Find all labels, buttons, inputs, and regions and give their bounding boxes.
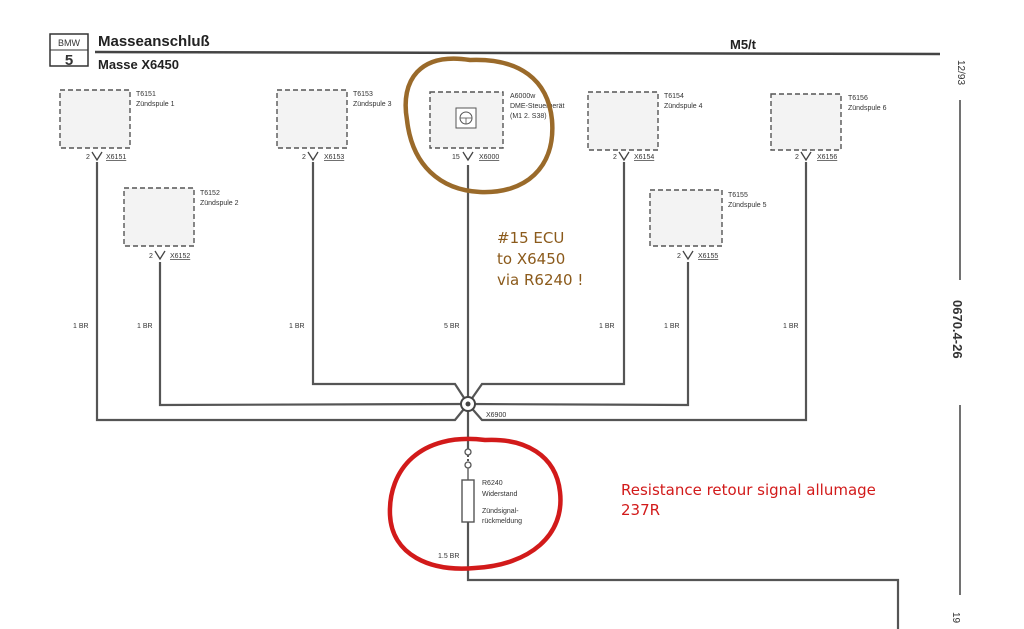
wire-t6151 (95, 162, 469, 422)
wire-to-ground (466, 522, 900, 629)
resistor-annotation: Resistance retour signal allumage 237R (387, 436, 876, 571)
component-id: T6154 (664, 93, 684, 100)
connector-label: X6153 (324, 154, 344, 161)
component-t6153: T6153 Zündspule 3 2 X6153 1 BR (276, 89, 392, 330)
resistor-symbol (461, 479, 475, 523)
connector-label: X6151 (106, 154, 126, 161)
component-id: T6156 (848, 95, 868, 102)
resistor-note-line2: 237R (621, 501, 660, 519)
ecu-note-line2: to X6450 (497, 250, 565, 268)
component-id: T6152 (200, 190, 220, 197)
resistor-line3: rückmeldung (482, 518, 522, 525)
resistor-highlight-circle (387, 436, 563, 571)
resistor-wire-label: 1.5 BR (438, 553, 459, 560)
pin-number: 2 (149, 253, 153, 260)
resistor-id: R6240 (482, 480, 503, 487)
wire-label: 1 BR (289, 323, 305, 330)
resistor-line2: Zündsignal- (482, 508, 519, 515)
ecu-highlight-circle (403, 56, 555, 195)
connector-label: X6156 (817, 154, 837, 161)
resistor-line1: Widerstand (482, 491, 518, 498)
component-name: Zündspule 3 (353, 101, 392, 108)
pin-number: 2 (302, 154, 306, 161)
pin-number: 2 (677, 253, 681, 260)
wire-label: 1 BR (137, 323, 153, 330)
wire-t6153 (311, 162, 469, 405)
page-code-clip: 19 (950, 612, 961, 624)
bmw-logo: BMW 5 (49, 33, 89, 69)
wire-label: 1 BR (783, 323, 799, 330)
pin-number: 2 (613, 154, 617, 161)
date-label: 12/93 (955, 60, 966, 85)
page-code: 0670.4-26 (950, 300, 965, 359)
component-t6156: T6156 Zündspule 6 2 X6156 1 BR (770, 93, 887, 330)
resistor-r6240: R6240 Widerstand Zündsignal- rückmeldung… (438, 448, 522, 560)
connector-label: X6154 (634, 154, 654, 161)
wire-harness (95, 162, 900, 629)
wire-label: 1 BR (599, 323, 615, 330)
page-subtitle: Masse X6450 (98, 57, 179, 72)
component-id: T6155 (728, 192, 748, 199)
wire-t6156 (467, 162, 808, 422)
junction-x6900: X6900 (460, 396, 506, 419)
junction-label: X6900 (486, 412, 506, 419)
connector-label: X6000 (479, 154, 499, 161)
component-id: A6000w (510, 93, 536, 100)
wire-label: 1 BR (73, 323, 89, 330)
pin-number: 15 (452, 154, 460, 161)
pin-number: 2 (86, 154, 90, 161)
wire-label: 5 BR (444, 323, 460, 330)
pin-number: 2 (795, 154, 799, 161)
wire-t6155 (467, 262, 690, 407)
connector-label: X6155 (698, 253, 718, 260)
wire-label: 1 BR (664, 323, 680, 330)
resistor-note-line1: Resistance retour signal allumage (621, 481, 876, 499)
wire-t6154 (467, 162, 626, 405)
ecu-annotation: #15 ECU to X6450 via R6240 ! (403, 56, 583, 289)
component-ecu: A6000w DME-Steuergerät (M1 2. S38) 15 X6… (429, 91, 565, 330)
component-id: T6153 (353, 91, 373, 98)
component-t6152: T6152 Zündspule 2 2 X6152 1 BR (123, 187, 239, 330)
connector-label: X6152 (170, 253, 190, 260)
component-name-2: (M1 2. S38) (510, 113, 547, 120)
logo-top-text: BMW (58, 38, 81, 48)
component-t6154: T6154 Zündspule 4 2 X6154 1 BR (587, 91, 703, 330)
component-name: Zündspule 4 (664, 103, 703, 110)
model-label: M5/t (730, 37, 757, 52)
component-id: T6151 (136, 91, 156, 98)
component-name: Zündspule 5 (728, 202, 767, 209)
component-name: Zündspule 2 (200, 200, 239, 207)
header-rule (94, 50, 941, 56)
component-t6151: T6151 Zündspule 1 2 X6151 1 BR (59, 89, 175, 330)
page-title: Masseanschluß (98, 33, 210, 50)
component-name: Zündspule 6 (848, 105, 887, 112)
component-name: DME-Steuergerät (510, 103, 565, 110)
component-name: Zündspule 1 (136, 101, 175, 108)
wire-t6152 (158, 262, 469, 407)
logo-bottom-text: 5 (65, 52, 73, 69)
ecu-note-line1: #15 ECU (497, 229, 564, 247)
component-t6155: T6155 Zündspule 5 2 X6155 1 BR (649, 189, 767, 330)
ecu-note-line3: via R6240 ! (497, 271, 583, 289)
